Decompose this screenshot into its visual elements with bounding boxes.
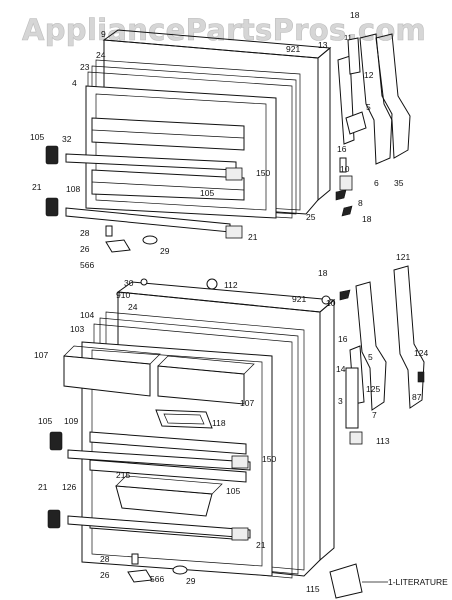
literature-sheet: 1-LITERATURE bbox=[329, 563, 448, 599]
label-25: 25 bbox=[306, 212, 316, 222]
label-7: 7 bbox=[372, 410, 377, 420]
label-921-lower: 921 bbox=[292, 294, 306, 304]
label-105-upper-center: 105 bbox=[200, 188, 214, 198]
label-105-lower-left: 105 bbox=[38, 416, 52, 426]
label-23: 23 bbox=[80, 62, 90, 72]
label-32: 32 bbox=[62, 134, 72, 144]
label-105-upper-left: 105 bbox=[30, 132, 44, 142]
label-8: 8 bbox=[358, 198, 363, 208]
label-150-upper: 150 bbox=[256, 168, 270, 178]
label-115: 115 bbox=[306, 584, 320, 594]
label-126: 126 bbox=[62, 482, 76, 492]
label-16-lower: 16 bbox=[338, 334, 348, 344]
label-3: 3 bbox=[338, 396, 343, 406]
label-6: 6 bbox=[374, 178, 379, 188]
label-21-upper-left: 21 bbox=[32, 182, 42, 192]
freezer-callouts: 18 9 11 921 13 24 23 12 4 5 16 105 32 15… bbox=[30, 10, 404, 270]
label-16: 16 bbox=[337, 144, 347, 154]
label-87: 87 bbox=[412, 392, 422, 402]
label-105-lower-center: 105 bbox=[226, 486, 240, 496]
label-10-upper: 10 bbox=[340, 164, 350, 174]
label-35: 35 bbox=[394, 178, 404, 188]
label-108: 108 bbox=[66, 184, 80, 194]
label-118: 118 bbox=[212, 418, 226, 428]
fresh-food-door-assembly bbox=[47, 278, 336, 583]
label-18-upper-bottom: 18 bbox=[362, 214, 372, 224]
label-124: 124 bbox=[414, 348, 428, 358]
label-24-lower: 24 bbox=[128, 302, 138, 312]
label-11: 11 bbox=[344, 33, 352, 42]
label-566-upper: 566 bbox=[80, 260, 94, 270]
label-5: 5 bbox=[366, 102, 371, 112]
label-104: 104 bbox=[80, 310, 94, 320]
label-18-top: 18 bbox=[350, 10, 360, 20]
label-5-lower: 5 bbox=[368, 352, 373, 362]
label-26-lower: 26 bbox=[100, 570, 110, 580]
label-12: 12 bbox=[364, 70, 374, 80]
label-9: 9 bbox=[101, 29, 106, 39]
label-21-lower-right: 21 bbox=[256, 540, 266, 550]
label-103: 103 bbox=[70, 324, 84, 334]
label-109: 109 bbox=[64, 416, 78, 426]
label-29-lower: 29 bbox=[186, 576, 196, 586]
label-566-lower: 566 bbox=[150, 574, 164, 584]
fresh-food-callouts: 30 112 18 121 910 921 24 104 10 103 16 1… bbox=[34, 252, 428, 594]
label-107-right: 107 bbox=[240, 398, 254, 408]
fresh-food-hinge-parts bbox=[321, 265, 425, 445]
label-14: 14 bbox=[336, 364, 346, 374]
label-121: 121 bbox=[396, 252, 410, 262]
label-literature: 1-LITERATURE bbox=[388, 577, 448, 587]
label-24: 24 bbox=[96, 50, 106, 60]
label-921: 921 bbox=[286, 44, 300, 54]
label-18-lower: 18 bbox=[318, 268, 328, 278]
watermark-text: AppliancePartsPros.com bbox=[22, 13, 426, 47]
label-13: 13 bbox=[318, 40, 328, 50]
label-28-lower: 28 bbox=[100, 554, 110, 564]
label-150-lower: 150 bbox=[262, 454, 276, 464]
label-4: 4 bbox=[72, 78, 77, 88]
label-215: 215 bbox=[116, 470, 130, 480]
label-21-upper-right: 21 bbox=[248, 232, 258, 242]
label-10-lower: 10 bbox=[326, 298, 336, 308]
label-113: 113 bbox=[376, 436, 390, 446]
label-21-lower-left: 21 bbox=[38, 482, 48, 492]
freezer-door-assembly bbox=[45, 29, 332, 253]
label-30: 30 bbox=[124, 278, 134, 288]
label-26-upper: 26 bbox=[80, 244, 90, 254]
label-125: 125 bbox=[366, 384, 380, 394]
label-29-upper: 29 bbox=[160, 246, 170, 256]
label-910: 910 bbox=[116, 290, 130, 300]
label-112: 112 bbox=[224, 280, 238, 290]
label-28-upper: 28 bbox=[80, 228, 90, 238]
freezer-hinge-parts bbox=[335, 33, 411, 217]
label-107-left: 107 bbox=[34, 350, 48, 360]
